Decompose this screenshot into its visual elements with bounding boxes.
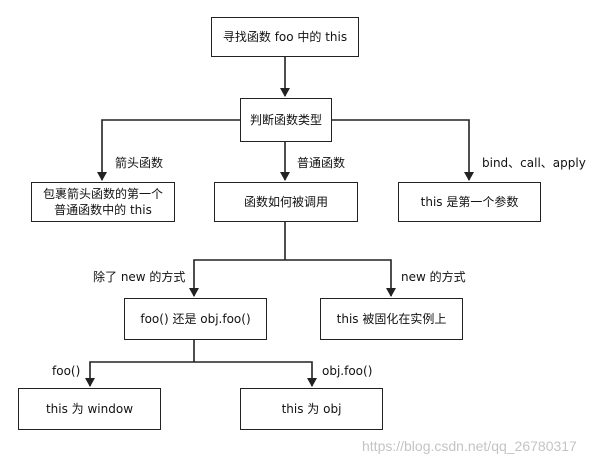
watermark: https://blog.csdn.net/qq_26780317 bbox=[362, 438, 577, 454]
node-this-obj: this 为 obj bbox=[240, 388, 383, 430]
node-how-called: 函数如何被调用 bbox=[214, 182, 358, 222]
edge-label-obj-foo-call: obj.foo() bbox=[322, 364, 373, 378]
edge-to-new bbox=[285, 259, 396, 297]
edge-to-obj bbox=[194, 361, 317, 387]
node-this-window: this 为 window bbox=[18, 388, 161, 430]
edge-label-foo-call: foo() bbox=[52, 364, 81, 378]
edge-to-callstyle bbox=[189, 259, 285, 297]
node-bind-first-arg: this 是第一个参数 bbox=[398, 182, 541, 222]
node-arrow-function-line1: 包裹箭头函数的第一个 bbox=[42, 187, 163, 201]
node-call-style: foo() 还是 obj.foo() bbox=[124, 298, 267, 340]
node-arrow-function-this: 包裹箭头函数的第一个 普通函数中的 this bbox=[31, 182, 175, 222]
edge-label-arrow-function: 箭头函数 bbox=[115, 156, 164, 170]
node-judge-type: 判断函数类型 bbox=[240, 98, 332, 142]
edge-label-bind-call-apply: bind、call、apply bbox=[482, 156, 586, 170]
node-arrow-function-line2: 普通函数中的 this bbox=[54, 203, 152, 217]
edge-judge-arrowfn bbox=[97, 119, 240, 181]
edge-label-new: new 的方式 bbox=[401, 270, 466, 284]
node-new-instance: this 被固化在实例上 bbox=[320, 298, 463, 340]
edge-label-normal-function: 普通函数 bbox=[297, 156, 346, 170]
node-find-this: 寻找函数 foo 中的 this bbox=[211, 17, 359, 57]
edge-judge-bind bbox=[332, 119, 474, 181]
edge-label-not-new: 除了 new 的方式 bbox=[93, 270, 186, 284]
edge-to-window bbox=[85, 361, 194, 387]
